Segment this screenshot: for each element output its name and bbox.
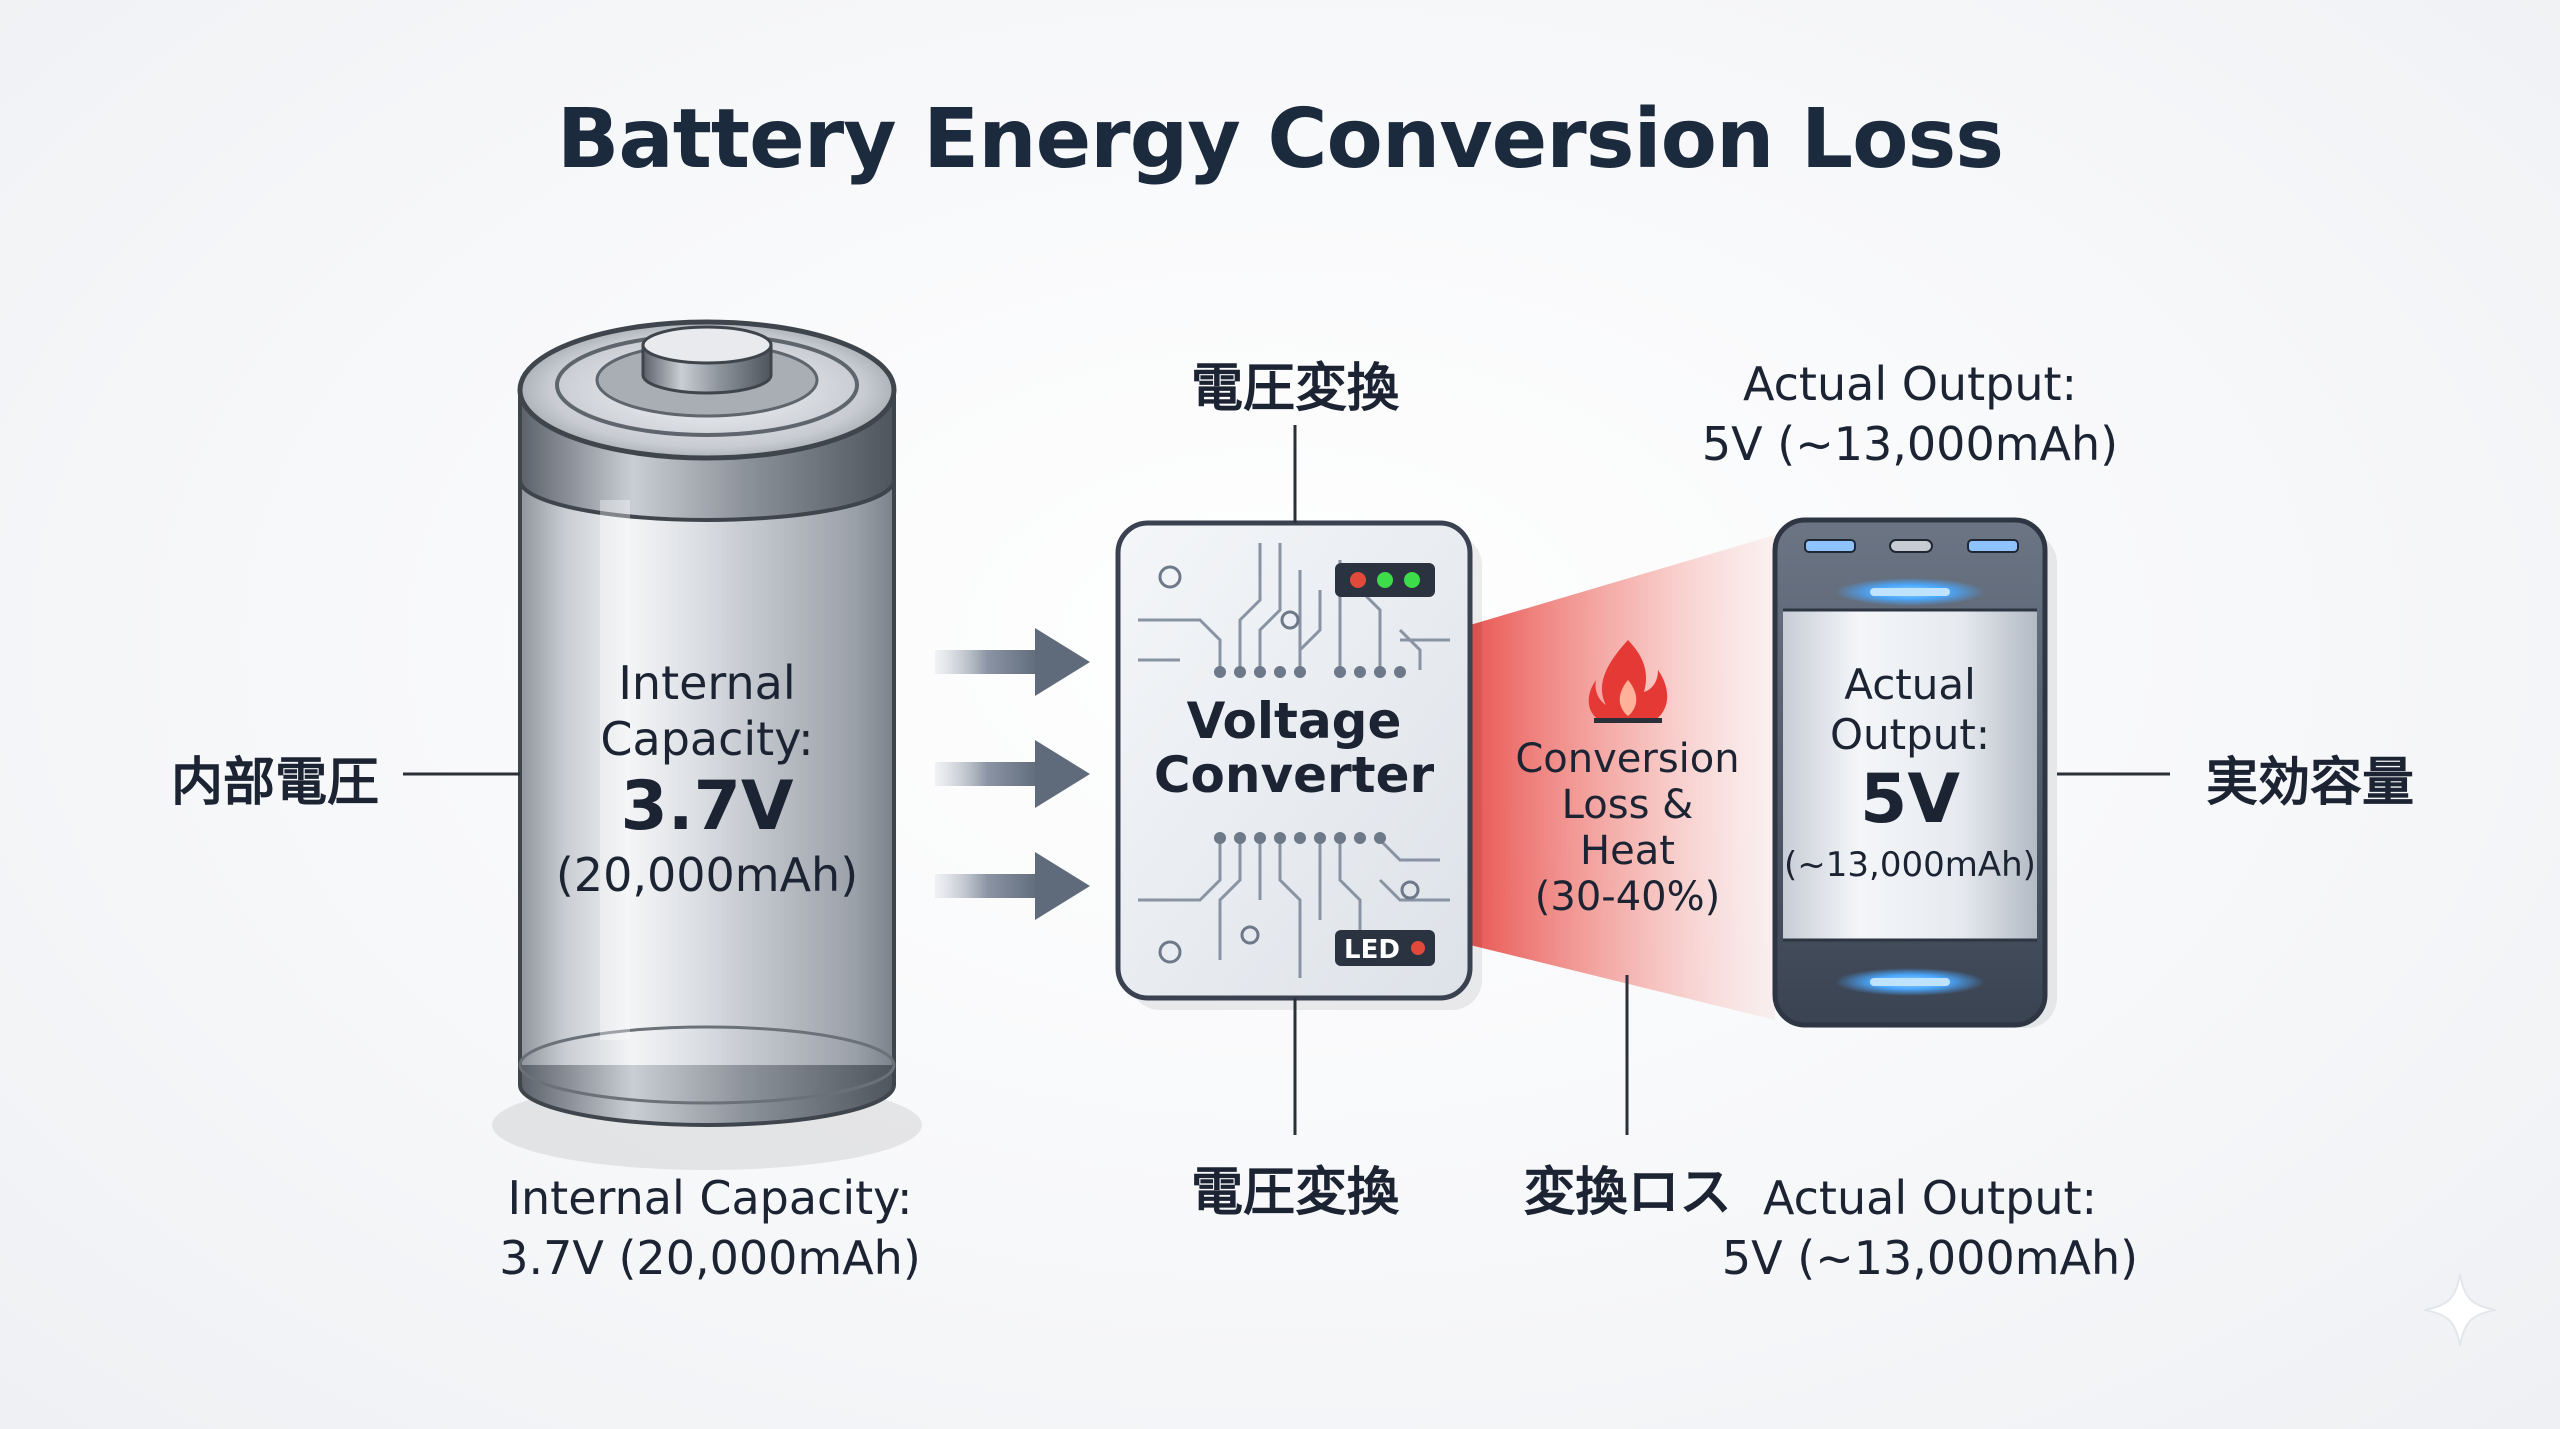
power-bank — [1772, 517, 2057, 1028]
loss-label: Conversion Loss & Heat (30-40%) — [1490, 736, 1765, 920]
fire-icon — [1588, 640, 1668, 723]
led-badge-label: LED — [1344, 935, 1400, 965]
converter-title: Voltage Converter — [1138, 694, 1450, 802]
battery-cylinder — [492, 319, 922, 1170]
sparkle-icon — [2420, 1270, 2500, 1350]
converter-bottom-label: 電圧変換 — [1190, 1163, 1399, 1223]
converter-title-1: Voltage — [1186, 692, 1402, 750]
flow-arrow-icon — [935, 628, 1090, 696]
loss-beam — [1470, 535, 1775, 1020]
flow-arrow-icon — [935, 740, 1090, 808]
battery-inner-title-1: Internal — [618, 656, 796, 710]
page-title: Battery Energy Conversion Loss — [556, 92, 2004, 187]
battery-inner-title-2: Capacity: — [600, 712, 814, 766]
powerbank-inner-label: Actual Output: 5V (~13,000mAh) — [1783, 660, 2037, 890]
powerbank-top-caption-1: Actual Output: — [1742, 357, 2078, 411]
converter-title-2: Converter — [1153, 746, 1435, 804]
powerbank-inner-title-2: Output: — [1829, 710, 1991, 759]
flow-arrow-icon — [935, 852, 1090, 920]
led-badge — [1335, 930, 1435, 966]
loss-line-2: Loss & — [1561, 782, 1694, 828]
powerbank-inner-title-1: Actual — [1844, 660, 1976, 709]
usb-a-port-icon — [1804, 539, 1856, 553]
flow-arrows — [935, 628, 1090, 920]
powerbank-top-caption: Actual Output: 5V (~13,000mAh) — [1670, 354, 2150, 474]
led-indicator-icon — [1411, 941, 1425, 955]
voltage-converter-box: LED — [1115, 520, 1482, 1010]
battery-inner-capacity: (20,000mAh) — [555, 848, 859, 902]
converter-top-label: 電圧変換 — [1190, 359, 1399, 419]
battery-caption-1: Internal Capacity: — [507, 1171, 913, 1225]
powerbank-inner-voltage: 5V — [1860, 760, 1960, 839]
loss-line-3: Heat — [1580, 828, 1675, 874]
powerbank-inner-capacity: (~13,000mAh) — [1784, 845, 2036, 885]
loss-line-1: Conversion — [1515, 736, 1740, 782]
battery-caption-2: 3.7V (20,000mAh) — [499, 1231, 921, 1285]
powerbank-side-label: 実効容量 — [2205, 753, 2414, 813]
usb-c-port-icon — [1889, 539, 1933, 553]
powerbank-bottom-caption-1: Actual Output: — [1762, 1171, 2098, 1225]
battery-inner-label: Internal Capacity: 3.7V (20,000mAh) — [527, 655, 887, 903]
loss-percent: (30-40%) — [1534, 874, 1721, 920]
battery-caption: Internal Capacity: 3.7V (20,000mAh) — [480, 1168, 940, 1288]
usb-a-port-icon — [1967, 539, 2019, 553]
led-red-icon — [1350, 572, 1366, 588]
battery-side-label: 内部電圧 — [170, 753, 379, 813]
loss-bottom-label: 変換ロス — [1523, 1163, 1732, 1223]
led-green-icon — [1377, 572, 1393, 588]
led-green-icon — [1404, 572, 1420, 588]
powerbank-bottom-caption-2: 5V (~13,000mAh) — [1721, 1231, 2139, 1285]
battery-inner-voltage: 3.7V — [620, 767, 794, 846]
powerbank-top-caption-2: 5V (~13,000mAh) — [1701, 417, 2119, 471]
powerbank-bottom-caption: Actual Output: 5V (~13,000mAh) — [1700, 1168, 2160, 1288]
